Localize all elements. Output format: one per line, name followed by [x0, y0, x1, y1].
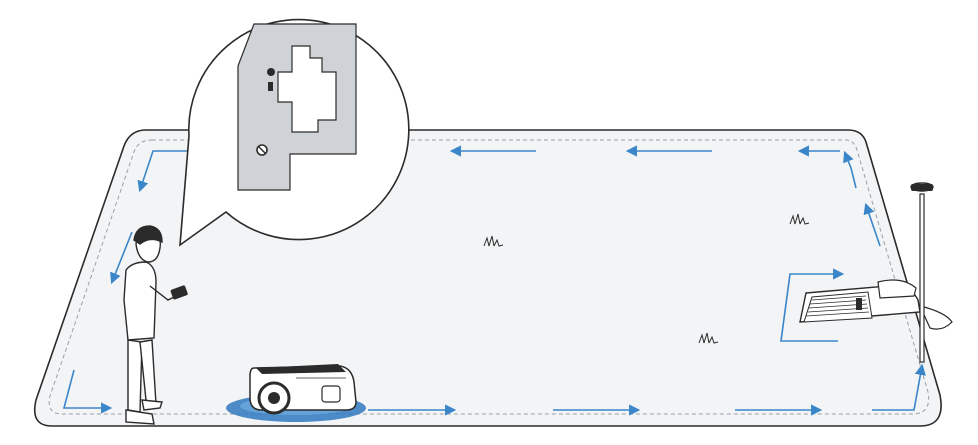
map-mower-marker — [268, 82, 273, 91]
map-charge-marker — [267, 68, 275, 76]
lawn-area — [35, 130, 941, 426]
